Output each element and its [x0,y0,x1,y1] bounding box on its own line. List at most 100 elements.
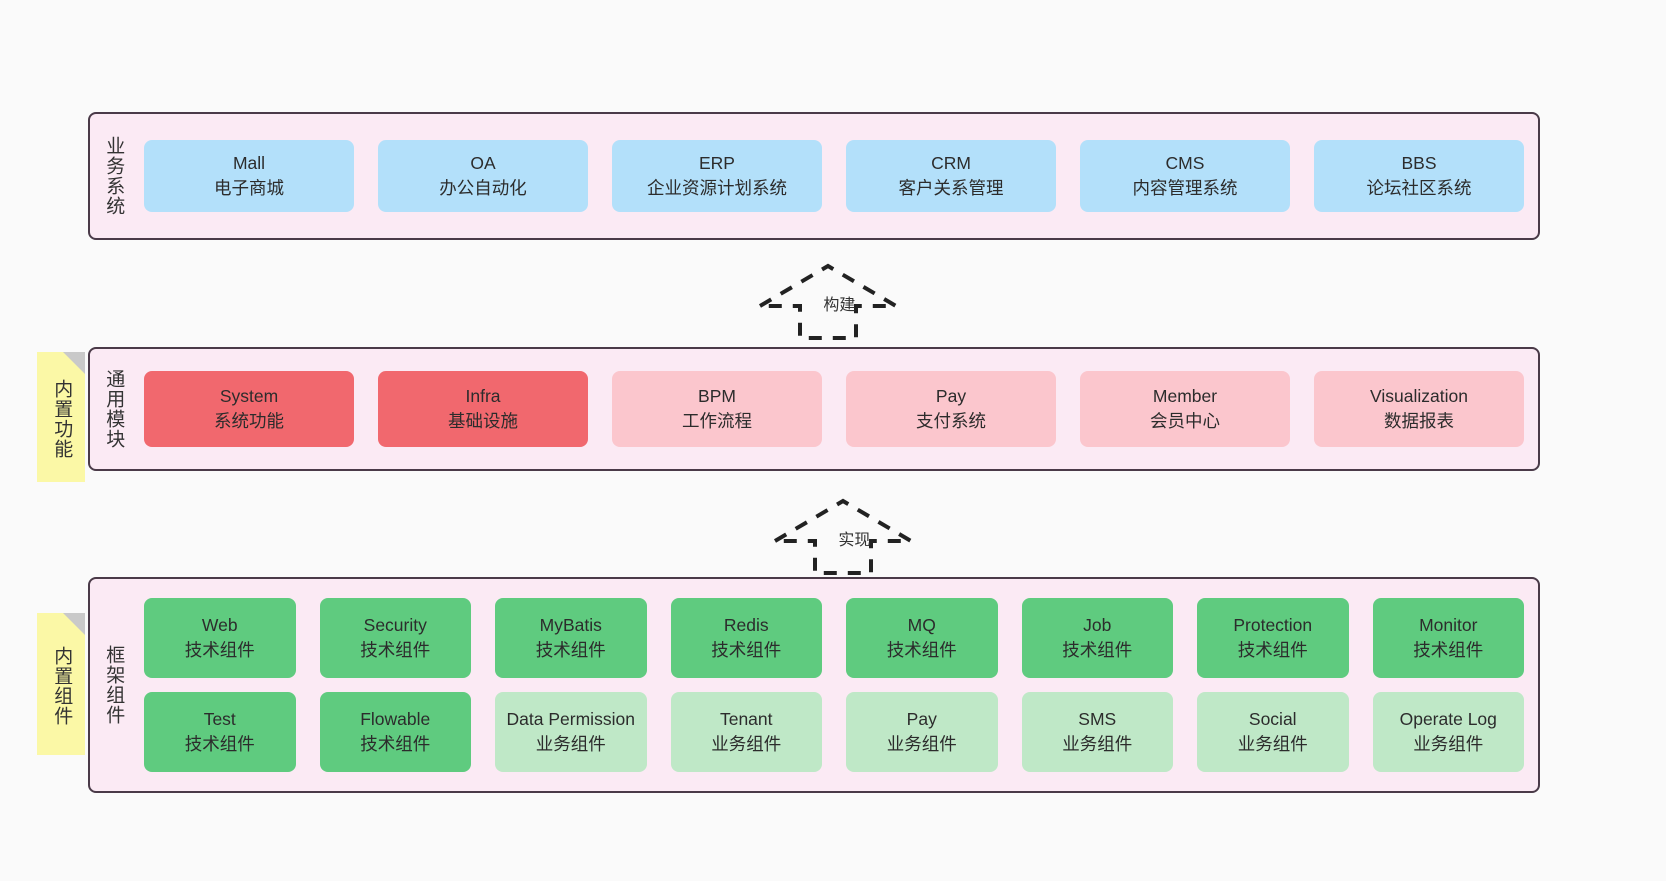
card-subtitle: 技术组件 [1413,640,1484,660]
layer-title-common-modules: 通用模块 [103,369,125,449]
card-tenant[interactable]: Tenant 业务组件 [670,692,822,772]
card-infra[interactable]: Infra 基础设施 [378,371,588,447]
card-title: Social [1248,709,1297,730]
card-erp[interactable]: ERP 企业资源计划系统 [612,140,822,212]
card-title: Redis [723,615,769,636]
card-system[interactable]: System 系统功能 [144,371,354,447]
card-security[interactable]: Security 技术组件 [319,598,471,678]
card-flowable[interactable]: Flowable 技术组件 [319,692,471,772]
card-subtitle: 业务组件 [1237,734,1308,754]
card-pay-module[interactable]: Pay 支付系统 [846,371,1056,447]
card-title: Security [363,615,427,636]
card-title: System [219,386,279,407]
card-subtitle: 业务组件 [886,734,957,754]
card-cms[interactable]: CMS 内容管理系统 [1080,140,1290,212]
note-built-in-features: 内置功能 [37,352,85,482]
card-title: MyBatis [539,615,602,636]
card-title: Test [203,709,236,730]
common-modules-row: System 系统功能 Infra 基础设施 BPM 工作流程 Pay 支付系统… [144,371,1524,447]
card-subtitle: 办公自动化 [439,178,527,198]
card-data-permission[interactable]: Data Permission 业务组件 [495,692,647,772]
arrow-build: 构建 [752,262,904,340]
card-title: Flowable [360,709,431,730]
arrow-implement: 实现 [767,497,919,575]
card-operate-log[interactable]: Operate Log 业务组件 [1372,692,1524,772]
card-monitor[interactable]: Monitor 技术组件 [1372,598,1524,678]
framework-components-row-1: Web 技术组件 Security 技术组件 MyBatis 技术组件 Redi… [144,598,1524,678]
card-web[interactable]: Web 技术组件 [144,598,296,678]
folded-corner-icon [63,352,85,374]
card-title: ERP [699,153,735,174]
card-sms[interactable]: SMS 业务组件 [1021,692,1173,772]
card-subtitle: 论坛社区系统 [1366,178,1472,198]
note-built-in-components: 内置组件 [37,613,85,755]
card-member[interactable]: Member 会员中心 [1080,371,1290,447]
card-redis[interactable]: Redis 技术组件 [670,598,822,678]
card-oa[interactable]: OA 办公自动化 [378,140,588,212]
framework-components-row-2: Test 技术组件 Flowable 技术组件 Data Permission … [144,692,1524,772]
note-label: 内置组件 [51,646,73,726]
card-subtitle: 业务组件 [535,734,606,754]
arrow-build-label: 构建 [823,297,856,314]
card-subtitle: 业务组件 [1413,734,1484,754]
card-mybatis[interactable]: MyBatis 技术组件 [495,598,647,678]
card-subtitle: 电子商城 [214,178,284,198]
card-test[interactable]: Test 技术组件 [144,692,296,772]
card-mall[interactable]: Mall 电子商城 [144,140,354,212]
card-subtitle: 客户关系管理 [898,178,1004,198]
card-subtitle: 基础设施 [448,411,518,431]
card-title: Data Permission [506,709,635,730]
card-subtitle: 业务组件 [711,734,782,754]
layer-title-business-systems: 业务系统 [103,136,125,216]
card-subtitle: 会员中心 [1150,411,1220,431]
card-subtitle: 技术组件 [360,734,431,754]
card-title: CRM [931,153,971,174]
card-subtitle: 技术组件 [886,640,957,660]
layer-framework-components: 框架组件 Web 技术组件 Security 技术组件 MyBatis 技术组件… [88,577,1540,793]
card-title: Tenant [719,709,773,730]
card-subtitle: 业务组件 [1062,734,1133,754]
card-subtitle: 技术组件 [1062,640,1133,660]
card-subtitle: 工作流程 [682,411,752,431]
card-crm[interactable]: CRM 客户关系管理 [846,140,1056,212]
card-title: Pay [906,709,937,730]
card-subtitle: 技术组件 [1237,640,1308,660]
layer-body-common-modules: System 系统功能 Infra 基础设施 BPM 工作流程 Pay 支付系统… [136,349,1538,469]
card-title: CMS [1165,153,1205,174]
card-subtitle: 技术组件 [535,640,606,660]
layer-title-framework-components: 框架组件 [103,645,125,725]
dashed-hollow-arrow-up-icon [752,263,904,340]
card-title: SMS [1078,709,1117,730]
card-title: BBS [1401,153,1437,174]
card-title: Mall [232,153,266,174]
card-title: MQ [907,615,936,636]
card-title: Infra [465,386,501,407]
card-social[interactable]: Social 业务组件 [1197,692,1349,772]
card-pay-component[interactable]: Pay 业务组件 [846,692,998,772]
layer-body-framework-components: Web 技术组件 Security 技术组件 MyBatis 技术组件 Redi… [136,579,1538,791]
layer-body-business-systems: Mall 电子商城 OA 办公自动化 ERP 企业资源计划系统 CRM 客户关系… [136,114,1538,238]
card-subtitle: 内容管理系统 [1132,178,1238,198]
card-title: Pay [935,386,967,407]
card-subtitle: 技术组件 [184,734,255,754]
card-subtitle: 技术组件 [360,640,431,660]
card-title: Job [1083,615,1112,636]
card-protection[interactable]: Protection 技术组件 [1197,598,1349,678]
card-title: Monitor [1419,615,1478,636]
card-subtitle: 系统功能 [214,411,284,431]
folded-corner-icon [63,613,85,635]
dashed-hollow-arrow-up-icon [767,498,919,575]
card-subtitle: 支付系统 [916,411,986,431]
note-label: 内置功能 [51,379,73,459]
card-job[interactable]: Job 技术组件 [1021,598,1173,678]
card-subtitle: 企业资源计划系统 [647,178,787,198]
card-title: OA [470,153,496,174]
card-mq[interactable]: MQ 技术组件 [846,598,998,678]
card-title: Web [201,615,238,636]
card-bpm[interactable]: BPM 工作流程 [612,371,822,447]
business-systems-row: Mall 电子商城 OA 办公自动化 ERP 企业资源计划系统 CRM 客户关系… [144,140,1524,212]
card-subtitle: 数据报表 [1384,411,1454,431]
card-bbs[interactable]: BBS 论坛社区系统 [1314,140,1524,212]
card-visualization[interactable]: Visualization 数据报表 [1314,371,1524,447]
